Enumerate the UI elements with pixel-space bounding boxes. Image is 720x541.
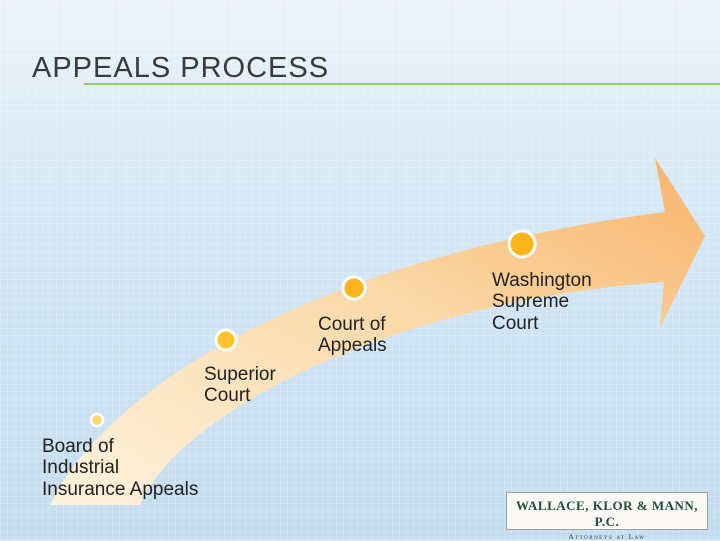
firm-logo-name: WALLACE, KLOR & MANN, P.C. xyxy=(515,498,699,529)
stage-label-washington-supreme-court: Washington Supreme Court xyxy=(492,270,592,334)
marker-court-of-appeals xyxy=(341,275,367,301)
marker-board-of-industrial-insurance-appeals xyxy=(89,412,105,428)
curved-arrow xyxy=(50,158,705,505)
title-underline xyxy=(84,83,720,85)
stage-label-court-of-appeals: Court of Appeals xyxy=(318,314,387,357)
firm-logo: WALLACE, KLOR & MANN, P.C. Attorneys at … xyxy=(506,492,708,541)
stage-label-superior-court: Superior Court xyxy=(204,364,276,407)
marker-superior-court xyxy=(214,328,238,352)
slide-title: APPEALS PROCESS xyxy=(32,52,330,84)
firm-logo-subtitle: Attorneys at Law xyxy=(568,533,646,541)
stage-label-board-of-industrial-insurance-appeals: Board of Industrial Insurance Appeals xyxy=(42,436,199,500)
marker-washington-supreme-court xyxy=(507,229,537,259)
